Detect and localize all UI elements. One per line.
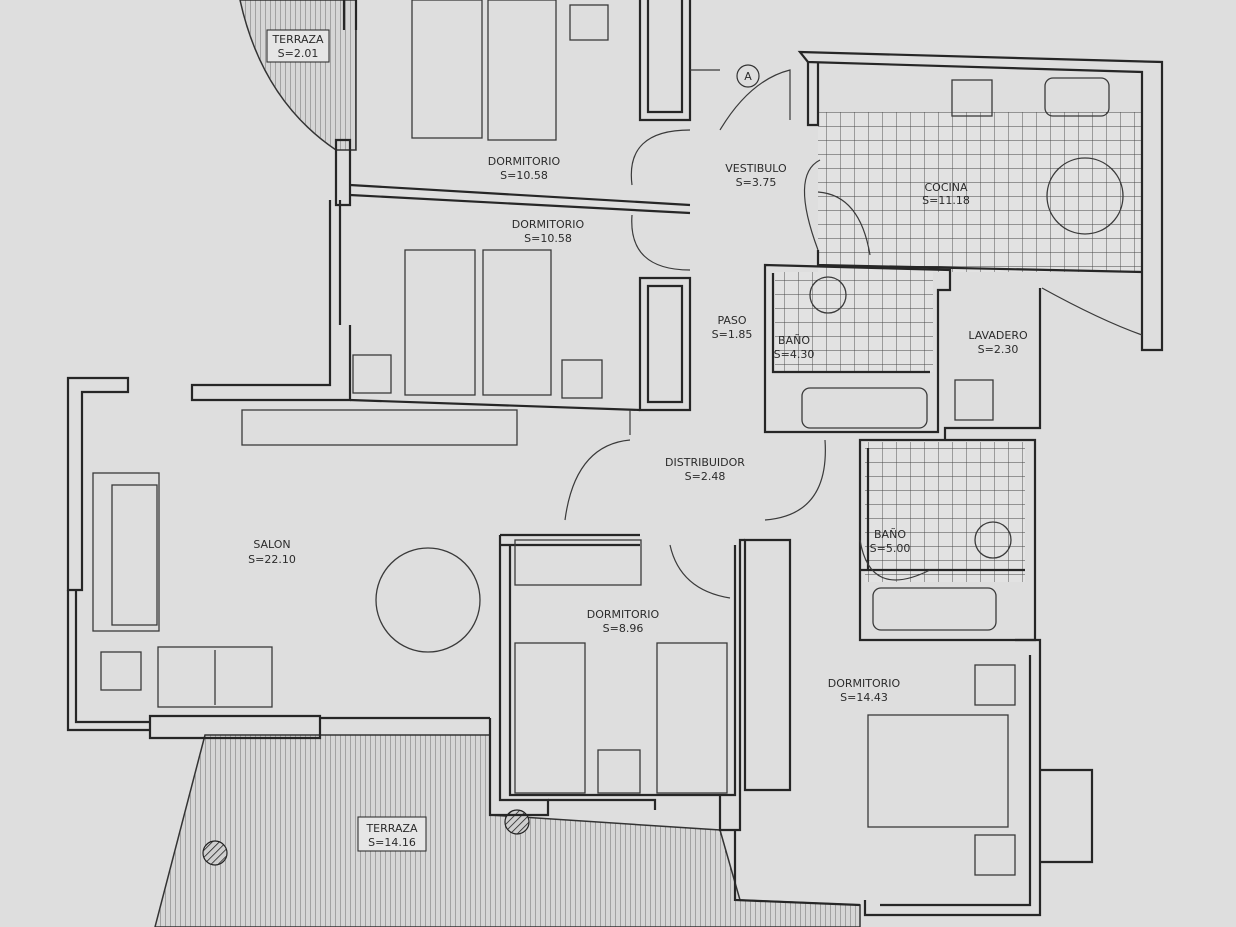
furniture: [92, 0, 1124, 876]
room-area-terraza-large: S=14.16: [368, 836, 416, 849]
room-area-distribuidor: S=2.48: [685, 470, 726, 483]
doors: [564, 69, 1143, 599]
room-name-bano-2: BAÑO: [874, 528, 906, 541]
room-name-dormitorio-1: DORMITORIO: [488, 155, 561, 168]
room-area-terraza-small: S=2.01: [278, 47, 319, 60]
room-name-dormitorio-3: DORMITORIO: [587, 608, 660, 621]
bath-2-tiles: [865, 442, 1025, 582]
room-name-distribuidor: DISTRIBUIDOR: [665, 456, 745, 469]
room-area-vestibulo: S=3.75: [736, 176, 777, 189]
room-area-cocina: S=11.18: [922, 194, 970, 207]
terrace-small-box: [266, 29, 330, 63]
room-name-paso: PASO: [717, 314, 746, 327]
room-area-bano-2: S=5.00: [870, 542, 911, 555]
bath-1-tiles: [775, 272, 933, 372]
room-area-dormitorio-1: S=10.58: [500, 169, 548, 182]
room-name-dormitorio-2: DORMITORIO: [512, 218, 585, 231]
room-area-dormitorio-4: S=14.43: [840, 691, 888, 704]
room-name-lavadero: LAVADERO: [968, 329, 1028, 342]
room-labels: TERRAZA S=2.01 DORMITORIO S=10.58 VESTIB…: [248, 33, 1028, 849]
room-area-paso: S=1.85: [712, 328, 753, 341]
room-name-vestibulo: VESTIBULO: [725, 162, 787, 175]
terrace-large-box: [357, 816, 427, 852]
room-name-cocina: COCINA: [924, 181, 967, 194]
room-area-dormitorio-2: S=10.58: [524, 232, 572, 245]
kitchen-tiles: [818, 112, 1142, 272]
room-area-dormitorio-3: S=8.96: [603, 622, 644, 635]
room-area-salon: S=22.10: [248, 553, 296, 566]
marker-label: A: [744, 70, 752, 83]
marker-circle: [736, 64, 760, 88]
room-name-bano-1: BAÑO: [778, 334, 810, 347]
room-name-salon: SALON: [253, 538, 290, 551]
column-marker: [202, 840, 228, 866]
walls: [66, 0, 1164, 917]
room-name-terraza-small: TERRAZA: [271, 33, 324, 46]
room-name-terraza-large: TERRAZA: [365, 822, 418, 835]
column-marker: [504, 809, 530, 835]
room-area-bano-1: S=4.30: [774, 348, 815, 361]
room-name-dormitorio-4: DORMITORIO: [828, 677, 901, 690]
room-area-lavadero: S=2.30: [978, 343, 1019, 356]
